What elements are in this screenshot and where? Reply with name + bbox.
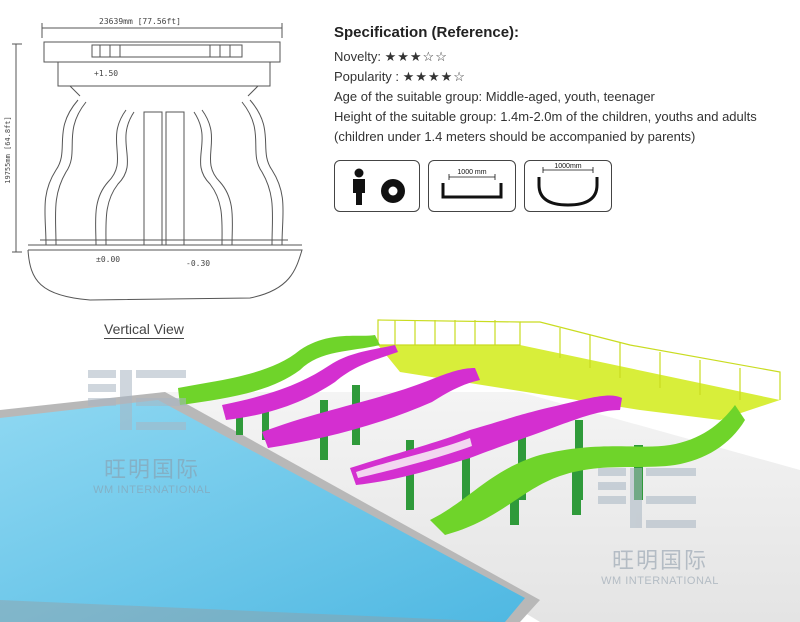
popularity-row: Popularity : ★★★★☆ <box>334 67 800 87</box>
watermark-right: 旺明国际 WM INTERNATIONAL <box>590 543 730 587</box>
watermark-en: WM INTERNATIONAL <box>93 484 211 496</box>
level-zero-label: ±0.00 <box>96 255 120 264</box>
popularity-label: Popularity : <box>334 69 400 84</box>
note-line: (children under 1.4 meters should be acc… <box>334 129 696 144</box>
watermark-cn: 旺明国际 <box>611 549 708 574</box>
waterslide-rendering <box>0 319 800 622</box>
watermark-logo-right <box>598 468 696 528</box>
age-line: Age of the suitable group: Middle-aged, … <box>334 89 655 104</box>
watermark-cn: 旺明国际 <box>103 458 200 483</box>
specification-panel: Specification (Reference): Novelty: ★★★☆… <box>334 24 800 147</box>
novelty-label: Novelty: <box>334 49 381 64</box>
width-dimension-label: 23639mm [77.56ft] <box>99 17 181 26</box>
curved-slide-section-icon: 1000mm <box>524 160 612 212</box>
height-dimension-label: 19755mm [64.8ft] <box>4 116 12 183</box>
flat-slide-section-icon: 1000 mm <box>428 160 516 212</box>
flat-section-width-label: 1000 mm <box>457 169 486 176</box>
watermark-left: 旺明国际 WM INTERNATIONAL <box>82 452 222 496</box>
novelty-row: Novelty: ★★★☆☆ <box>334 47 800 67</box>
level-top-label: +1.50 <box>94 69 118 78</box>
height-line: Height of the suitable group: 1.4m-2.0m … <box>334 109 757 124</box>
spec-title: Specification (Reference): <box>334 24 520 41</box>
level-minus-label: -0.30 <box>186 259 210 268</box>
slide-technical-drawing: 23639mm [77.56ft] 19755mm [64.8ft] +1.50… <box>4 17 303 301</box>
popularity-stars: ★★★★☆ <box>402 69 466 84</box>
curved-section-width-label: 1000mm <box>554 163 581 170</box>
watermark-logo-left <box>88 370 186 430</box>
novelty-stars: ★★★☆☆ <box>384 49 448 64</box>
vertical-view-caption: Vertical View <box>104 321 184 339</box>
person-tube-icon <box>334 160 420 212</box>
watermark-en: WM INTERNATIONAL <box>601 575 719 587</box>
